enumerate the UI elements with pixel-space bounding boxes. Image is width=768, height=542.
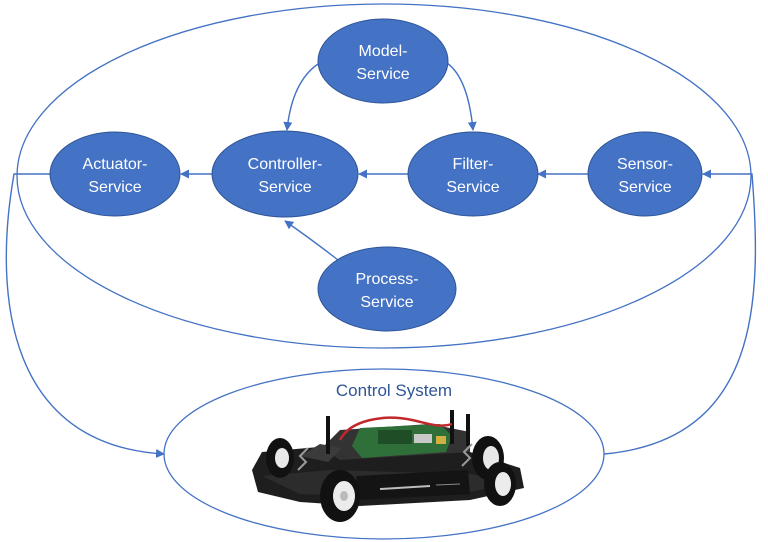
process-service-label-line1: Process- [355, 271, 418, 288]
model-service-label-line2: Service [356, 66, 409, 83]
filter-service-label-line2: Service [446, 179, 499, 196]
process-service-node: Process- Service [317, 246, 457, 332]
filter-service-node: Filter- Service [407, 131, 539, 217]
services-container [16, 3, 752, 349]
actuator-service-label-line2: Service [88, 179, 141, 196]
process-service-label-line2: Service [360, 294, 413, 311]
actuator-service-label-line1: Actuator- [83, 156, 148, 173]
edge-process-to-controller [284, 220, 339, 261]
edge-system-to-sensor [603, 169, 757, 455]
model-service-label-line1: Model- [359, 43, 408, 60]
rc-car-image: ​ [252, 410, 524, 522]
controller-service-label-line1: Controller- [248, 156, 323, 173]
model-service-node: Model- Service [317, 18, 449, 104]
sensor-service-label-line2: Service [618, 179, 671, 196]
controller-service-node: Controller- Service [211, 130, 359, 218]
sensor-service-node: Sensor- Service [587, 131, 703, 217]
edge-model-to-filter [446, 62, 477, 131]
controller-service-label-line2: Service [258, 179, 311, 196]
edge-model-to-controller [283, 63, 319, 131]
sensor-service-label-line1: Sensor- [617, 156, 673, 173]
control-system-label: Control System [336, 381, 452, 400]
edge-actuator-to-system [5, 173, 165, 459]
filter-service-label-line1: Filter- [453, 156, 494, 173]
actuator-service-node: Actuator- Service [49, 131, 181, 217]
